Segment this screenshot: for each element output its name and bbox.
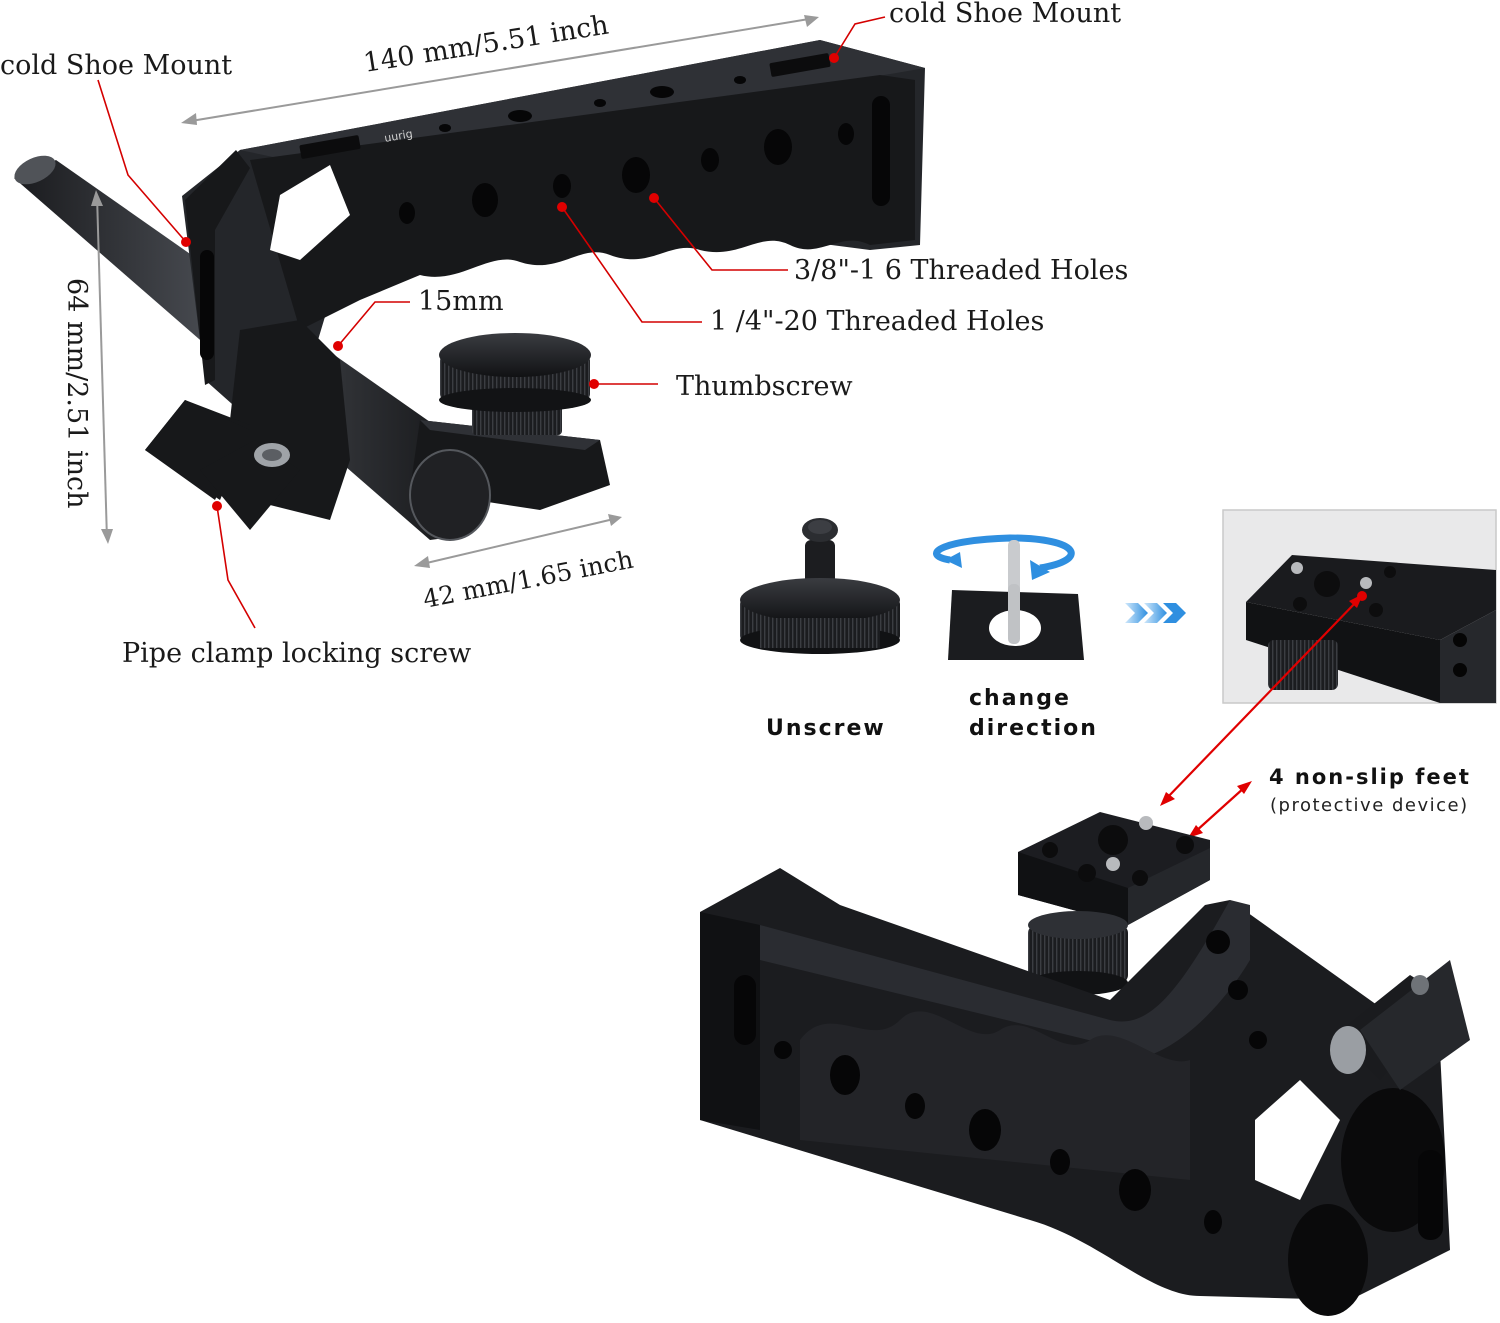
step-change-label-2: direction <box>969 716 1098 741</box>
callout-cold-shoe-top: cold Shoe Mount <box>889 0 1121 29</box>
dimension-lines <box>91 15 819 568</box>
step-change-direction-illustration <box>933 534 1084 660</box>
step-change-label-1: change <box>969 686 1071 711</box>
pipe-clamp-screw <box>145 400 300 530</box>
brand-logo: uurig <box>383 127 413 145</box>
callout-rod-15mm: 15mm <box>418 286 504 317</box>
feet-title: 4 non-slip feet <box>1269 765 1471 789</box>
height-dimension: 64 mm/2.51 inch <box>61 278 92 508</box>
rotate-arrow-icon <box>933 534 1075 572</box>
callout-cold-shoe-left: cold Shoe Mount <box>0 50 232 81</box>
feet-arrows <box>1160 594 1363 838</box>
step-unscrew-label: Unscrew <box>766 716 886 741</box>
callout-pipe-clamp: Pipe clamp locking screw <box>122 638 471 669</box>
length-dimension: 140 mm/5.51 inch <box>361 10 610 79</box>
callout-labels: cold Shoe Mount cold Shoe Mount 3/8"-1 6… <box>0 0 1128 669</box>
double-chevron-right-icon <box>1125 603 1186 623</box>
callout-thumbscrew: Thumbscrew <box>676 371 853 402</box>
clamp-width-dimension: 42 mm/1.65 inch <box>421 545 636 614</box>
inset-feet-photo <box>1222 509 1497 704</box>
callout-threaded-38: 3/8"-1 6 Threaded Holes <box>794 255 1128 286</box>
callout-leaders <box>97 16 886 629</box>
bottom-handle-illustration <box>700 812 1470 1316</box>
callout-threaded-14: 1 /4"-20 Threaded Holes <box>710 306 1044 337</box>
top-handle-illustration: uurig <box>14 40 925 541</box>
step-unscrew-illustration <box>740 518 900 654</box>
feet-subtitle: (protective device) <box>1270 795 1469 816</box>
